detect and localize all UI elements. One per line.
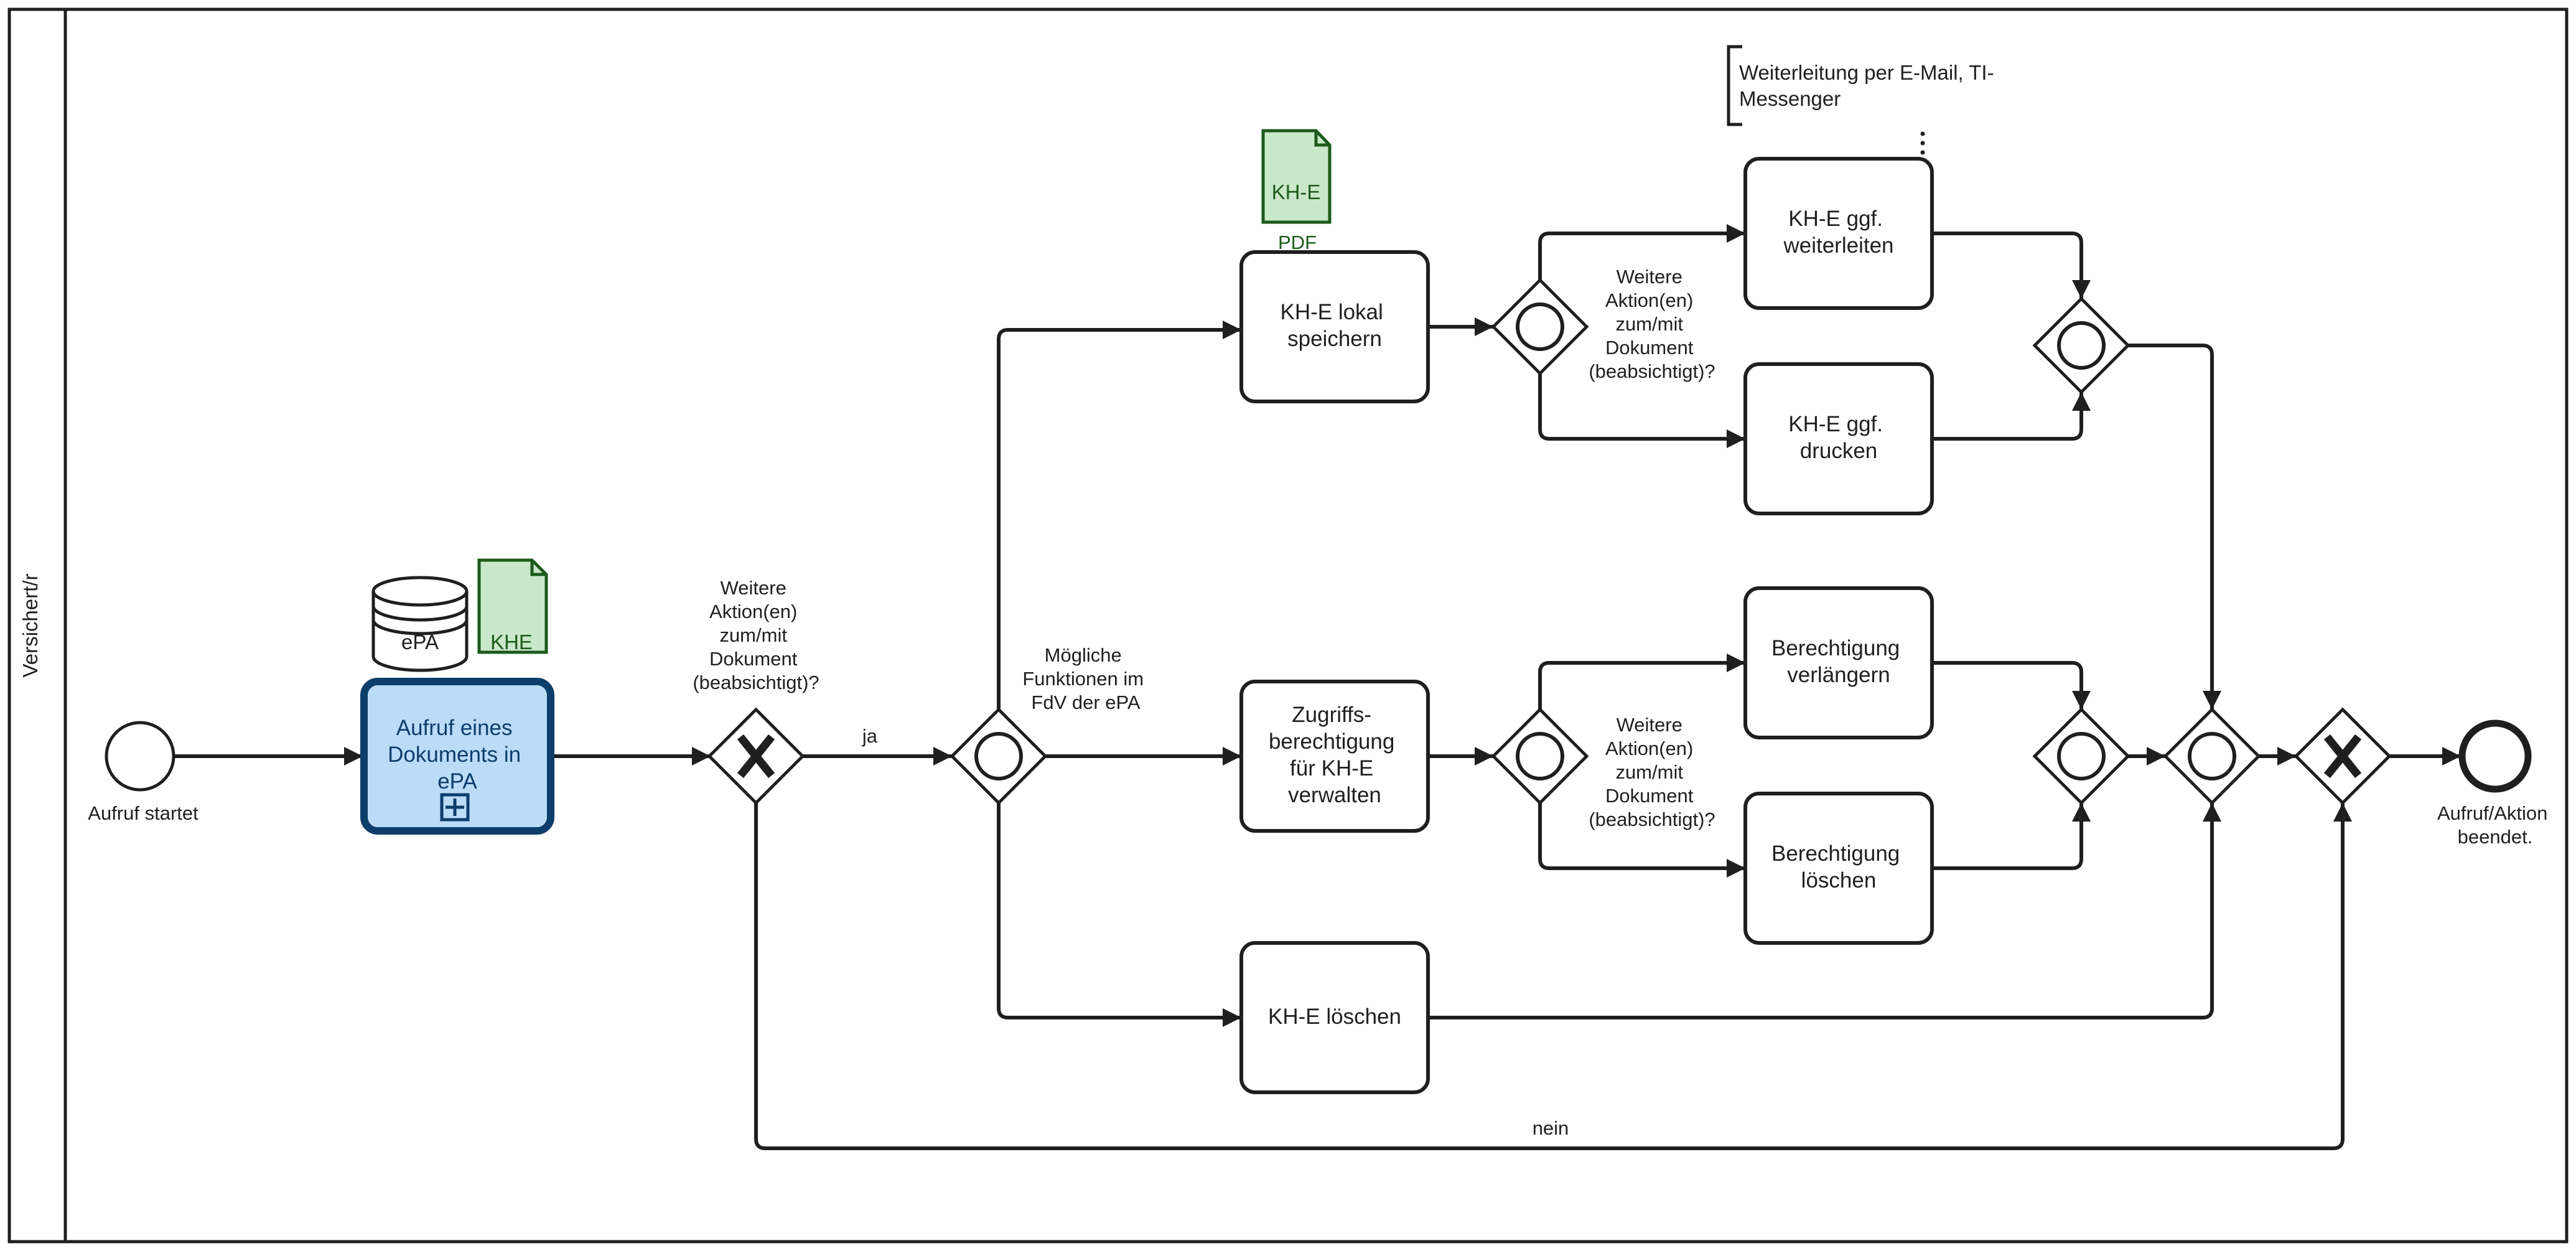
task-extend-permission[interactable]: Berechtigung verlängern (1743, 586, 1934, 739)
task-manage-access-label: Zugriffs- berechtigung für KH-E verwalte… (1269, 703, 1401, 807)
expand-marker-icon[interactable] (440, 793, 470, 822)
task-delete-khe[interactable]: KH-E löschen (1239, 941, 1430, 1094)
task-revoke-permission-label: Berechtigung löschen (1771, 841, 1906, 893)
khe-pdf-data-object-sublabel: PDF (1278, 232, 1317, 253)
task-extend-permission-label: Berechtigung verlängern (1771, 636, 1906, 687)
task-print-label: KH-E ggf. drucken (1788, 412, 1888, 463)
epa-datastore-label: ePA (401, 630, 439, 654)
start-event-label: Aufruf startet (88, 802, 198, 824)
lane-label: Versichert/r (19, 574, 42, 678)
exclusive-gateway-final[interactable] (2294, 707, 2392, 805)
task-forward-label: KH-E ggf. weiterleiten (1783, 207, 1893, 258)
flow-label-no: nein (1533, 1117, 1569, 1139)
task-store-local-label: KH-E lokal speichern (1280, 300, 1389, 351)
flow-label-yes: ja (862, 725, 878, 747)
khe-data-object-label: KHE (490, 630, 533, 654)
khe-data-object[interactable]: KHE (477, 558, 548, 654)
end-event[interactable] (2458, 719, 2532, 793)
sequence-flows (174, 224, 2461, 1150)
subprocess-label: Aufruf eines Dokuments in ePA (388, 716, 527, 794)
task-manage-access[interactable]: Zugriffs- berechtigung für KH-E verwalte… (1239, 680, 1430, 833)
task-print[interactable]: KH-E ggf. drucken (1743, 362, 1934, 515)
task-store-local[interactable]: KH-E lokal speichern (1239, 250, 1430, 403)
inclusive-gateway-top-join[interactable] (2032, 296, 2130, 395)
annotation-text: Weiterleitung per E-Mail, TI- Messenger (1739, 61, 2000, 110)
task-revoke-permission[interactable]: Berechtigung löschen (1743, 792, 1934, 945)
inclusive-gateway-middle-split[interactable] (1491, 707, 1589, 805)
text-annotation[interactable]: Weiterleitung per E-Mail, TI- Messenger (1727, 45, 2000, 155)
inclusive-gateway-middle-join[interactable] (2032, 707, 2130, 805)
task-delete-khe-label: KH-E löschen (1268, 1005, 1401, 1029)
start-event[interactable] (105, 721, 175, 792)
gateway-functions-label: Mögliche Funktionen im FdV der ePA (1022, 644, 1149, 713)
khe-pdf-data-object-label: KH-E (1272, 180, 1321, 204)
inclusive-gateway-top-split[interactable] (1491, 278, 1589, 376)
inclusive-gateway-functions[interactable] (950, 707, 1048, 805)
inclusive-gateway-merge[interactable] (2163, 707, 2261, 805)
epa-datastore[interactable]: ePA (371, 576, 469, 672)
task-forward[interactable]: KH-E ggf. weiterleiten (1743, 157, 1934, 310)
exclusive-gateway-question[interactable] (707, 707, 805, 805)
khe-pdf-data-object[interactable]: KH-E PDF (1261, 129, 1332, 253)
subprocess-call-document[interactable]: Aufruf eines Dokuments in ePA (360, 678, 554, 835)
gateway-middle-question-label: Weitere Aktion(en) zum/mit Dokument (bea… (1589, 714, 1715, 830)
gateway-question-label: Weitere Aktion(en) zum/mit Dokument (bea… (693, 577, 819, 693)
gateway-top-question-label: Weitere Aktion(en) zum/mit Dokument (bea… (1589, 266, 1715, 382)
end-event-label: Aufruf/Aktion beendet. (2437, 802, 2553, 848)
